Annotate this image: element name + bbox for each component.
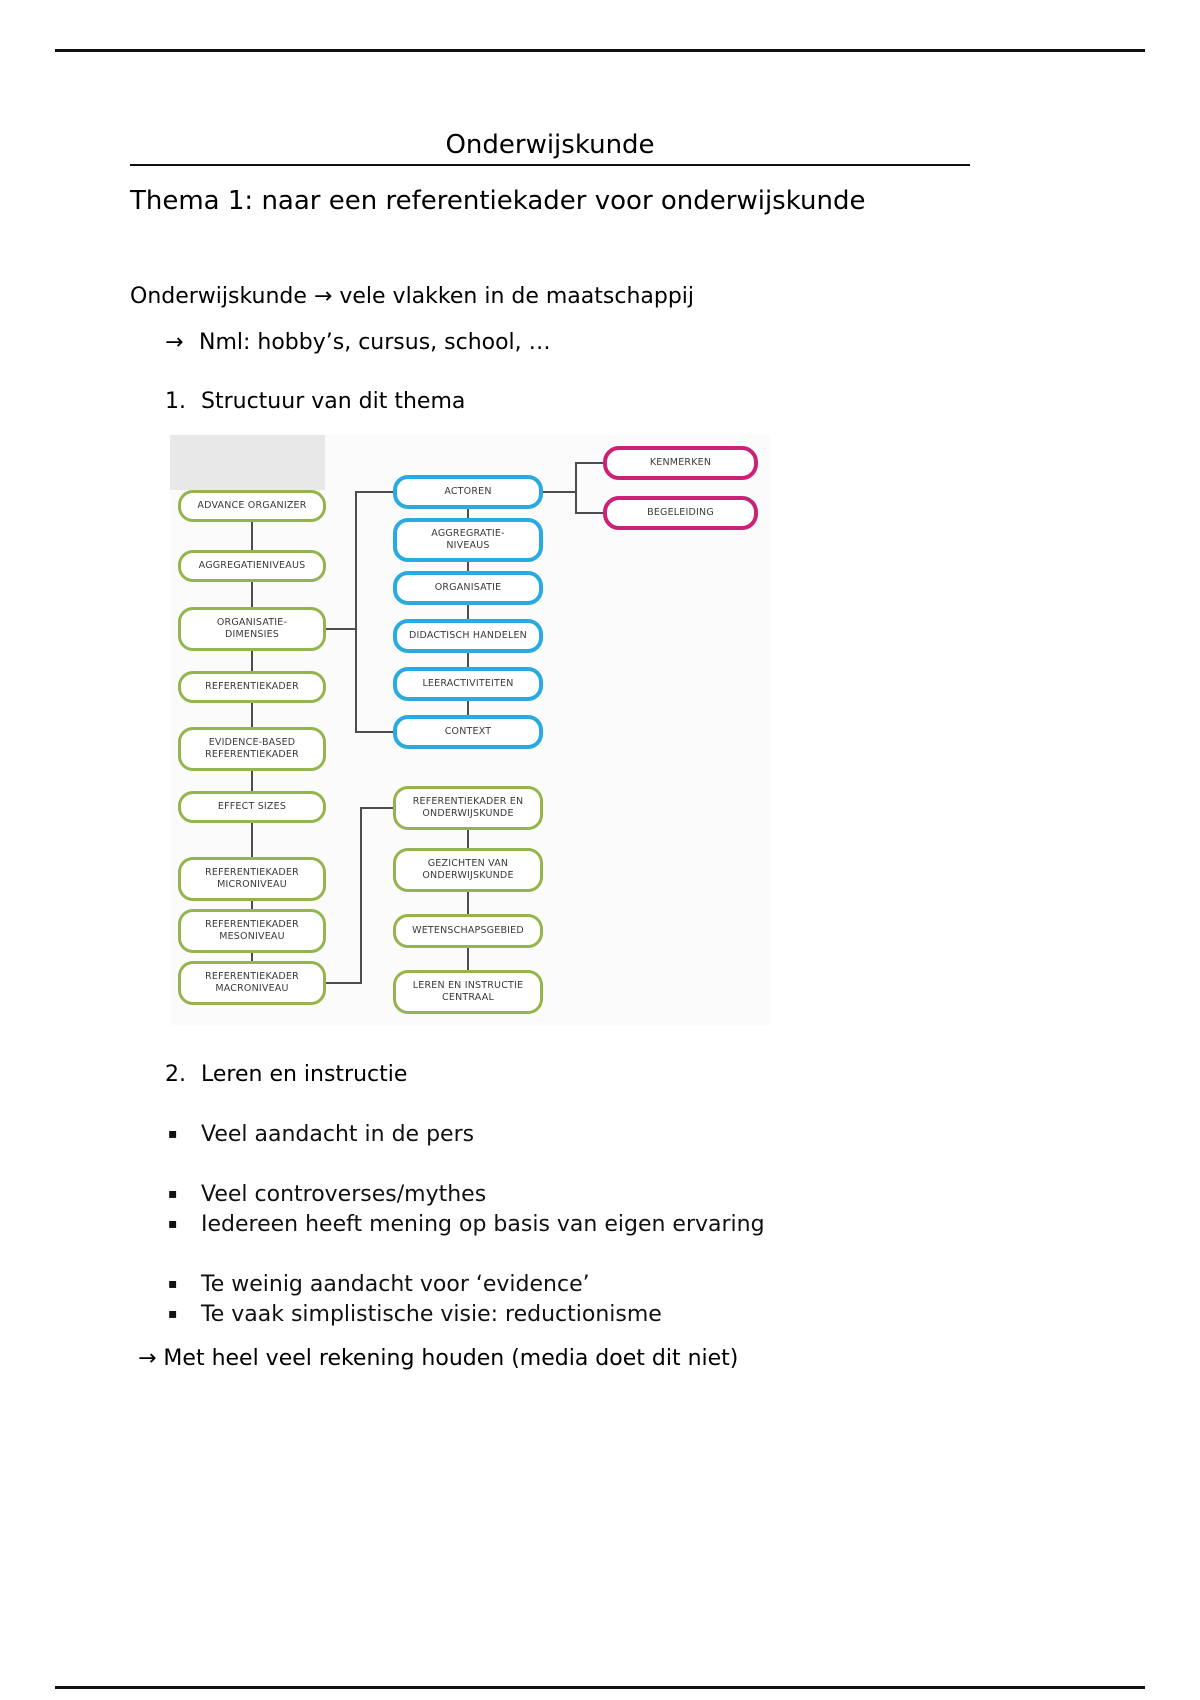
connector-line [467, 892, 469, 914]
bullet-marker: ▪ [168, 1186, 178, 1202]
node-referentiekader-macroniveau: REFERENTIEKADER MACRONIVEAU [178, 961, 326, 1005]
bullet-text: Te weinig aandacht voor ‘evidence’ [201, 1272, 590, 1297]
bottom-rule [55, 1686, 1145, 1689]
node-context: CONTEXT [393, 715, 543, 749]
bullet-text: Iedereen heeft mening op basis van eigen… [201, 1212, 765, 1237]
connector-line [577, 462, 603, 464]
node-aggregatieniveaus: AGGREGATIENIVEAUS [178, 550, 326, 582]
section-1-heading: 1. Structuur van dit thema [165, 389, 465, 414]
node-leeractiviteiten: LEERACTIVITEITEN [393, 667, 543, 701]
connector-line [360, 807, 362, 984]
theme-heading: Thema 1: naar een referentiekader voor o… [130, 186, 866, 216]
node-referentiekader-microniveau: REFERENTIEKADER MICRONIVEAU [178, 857, 326, 901]
node-actoren: ACTOREN [393, 475, 543, 509]
list-item: ▪ Te vaak simplistische visie: reductioni… [168, 1302, 662, 1327]
connector-line [251, 901, 253, 909]
connector-line [355, 491, 357, 733]
connector-line [467, 562, 469, 571]
bullet-marker: ▪ [168, 1216, 178, 1232]
section-number: 2. [165, 1062, 186, 1087]
node-advance-organizer: ADVANCE ORGANIZER [178, 490, 326, 522]
section-title: Leren en instructie [201, 1062, 408, 1087]
bullet-text: Veel aandacht in de pers [201, 1122, 475, 1147]
bullet-marker: ▪ [168, 1276, 178, 1292]
list-item: ▪ Te weinig aandacht voor ‘evidence’ [168, 1272, 590, 1297]
connector-line [357, 491, 393, 493]
connector-line [251, 703, 253, 727]
connector-line [251, 651, 253, 671]
connector-line [467, 948, 469, 970]
page-title: Onderwijskunde [445, 130, 655, 160]
node-begeleiding: BEGELEIDING [603, 496, 758, 530]
connector-line [362, 807, 393, 809]
section-number: 1. [165, 389, 186, 414]
list-item: ▪ Iedereen heeft mening op basis van eige… [168, 1212, 765, 1237]
node-organisatie: ORGANISATIE [393, 571, 543, 605]
connector-line [326, 628, 355, 630]
top-rule [55, 49, 1145, 52]
node-leren-en-instructie-centraal: LEREN EN INSTRUCTIE CENTRAAL [393, 970, 543, 1014]
bullet-marker: ▪ [168, 1126, 178, 1142]
connector-line [467, 605, 469, 619]
connector-line [251, 953, 253, 961]
node-referentiekader: REFERENTIEKADER [178, 671, 326, 703]
connector-line [575, 462, 577, 514]
bullet-text: Te vaak simplistische visie: reductionis… [201, 1302, 662, 1327]
node-gezichten-van-onderwijskunde: GEZICHTEN VAN ONDERWIJSKUNDE [393, 848, 543, 892]
node-wetenschapsgebied: WETENSCHAPSGEBIED [393, 914, 543, 948]
diagram-grey-patch [170, 435, 325, 490]
connector-line [251, 771, 253, 791]
connector-line [543, 491, 575, 493]
section-title: Structuur van dit thema [201, 389, 466, 414]
node-didactisch-handelen: DIDACTISCH HANDELEN [393, 619, 543, 653]
connector-line [577, 512, 603, 514]
intro-sub-line: → Nml: hobby’s, cursus, school, … [165, 330, 551, 355]
intro-sub-text: Nml: hobby’s, cursus, school, … [199, 330, 551, 355]
concept-map-diagram: ADVANCE ORGANIZER AGGREGATIENIVEAUS ORGA… [170, 435, 770, 1025]
bullet-text: Veel controverses/mythes [201, 1182, 487, 1207]
connector-line [467, 653, 469, 667]
arrow-icon: → [165, 330, 184, 355]
node-effect-sizes: EFFECT SIZES [178, 791, 326, 823]
list-item: ▪ Veel controverses/mythes [168, 1182, 486, 1207]
connector-line [467, 701, 469, 715]
connector-line [326, 982, 360, 984]
node-kenmerken: KENMERKEN [603, 446, 758, 480]
conclusion-line: → Met heel veel rekening houden (media d… [138, 1346, 739, 1371]
connector-line [251, 823, 253, 857]
connector-line [251, 522, 253, 550]
list-item: ▪ Veel aandacht in de pers [168, 1122, 474, 1147]
connector-line [251, 582, 253, 607]
section-2-heading: 2. Leren en instructie [165, 1062, 407, 1087]
node-referentiekader-mesoniveau: REFERENTIEKADER MESONIVEAU [178, 909, 326, 953]
node-evidence-based-referentiekader: EVIDENCE-BASED REFERENTIEKADER [178, 727, 326, 771]
intro-line: Onderwijskunde → vele vlakken in de maat… [130, 284, 695, 309]
connector-line [357, 731, 393, 733]
title-underline [130, 164, 970, 166]
node-referentiekader-en-onderwijskunde: REFERENTIEKADER EN ONDERWIJSKUNDE [393, 786, 543, 830]
connector-line [467, 509, 469, 518]
node-organisatie-dimensies: ORGANISATIE- DIMENSIES [178, 607, 326, 651]
bullet-marker: ▪ [168, 1306, 178, 1322]
node-aggregratie-niveaus: AGGREGRATIE- NIVEAUS [393, 518, 543, 562]
connector-line [467, 830, 469, 848]
